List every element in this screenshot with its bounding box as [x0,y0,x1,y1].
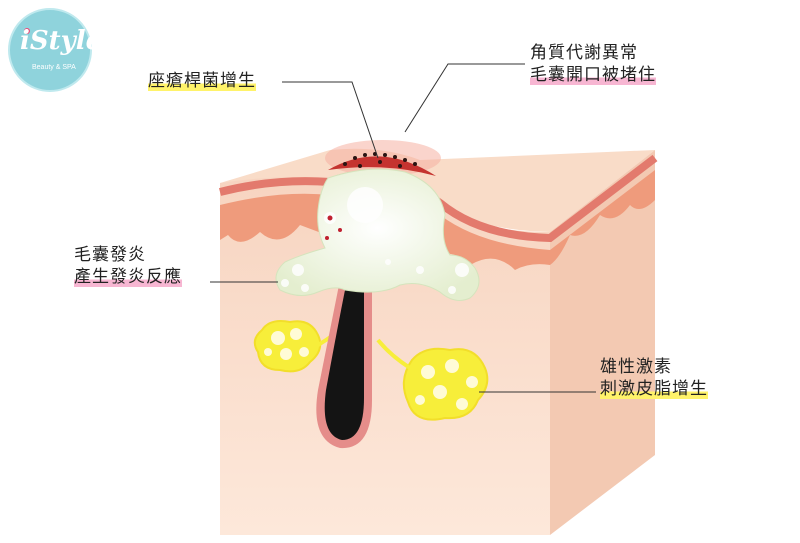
gland-duct-right [376,338,412,370]
logo-subtext: Beauty & SPA [32,64,76,71]
leader-bacteria [282,81,379,159]
label-bacteria-text: 座瘡桿菌增生 [148,71,256,91]
logo-text: iStyle [20,26,103,56]
label-androgen: 雄性激素 刺激皮脂增生 [600,356,708,400]
sebum-plug [275,168,480,301]
label-androgen-line2: 刺激皮脂增生 [600,379,708,399]
label-keratin-line2: 毛囊開口被堵住 [530,65,656,85]
leader-keratin [404,63,525,133]
dermis-side [550,170,655,265]
bacteria-dots [343,152,417,168]
skin-side-face [550,150,655,535]
sebum-bubbles [281,187,469,294]
sebaceous-gland-right [402,347,489,421]
logo-heart-dot [24,28,30,34]
label-keratin-line1: 角質代謝異常 [530,43,638,63]
hair-shaft [324,285,364,440]
sebaceous-gland-left [253,320,322,373]
label-inflam-line1: 毛囊發炎 [74,245,146,265]
label-androgen-line1: 雄性激素 [600,357,672,377]
label-bacteria: 座瘡桿菌增生 [148,70,256,92]
bacteria-red-dots [325,215,342,240]
label-keratin: 角質代謝異常 毛囊開口被堵住 [530,42,656,86]
label-inflammation: 毛囊發炎 產生發炎反應 [74,244,182,288]
skin-top-surface [220,148,655,232]
pore-clog [328,156,436,176]
brand-logo: iStyle Beauty & SPA [8,8,102,92]
label-inflam-line2: 產生發炎反應 [74,267,182,287]
